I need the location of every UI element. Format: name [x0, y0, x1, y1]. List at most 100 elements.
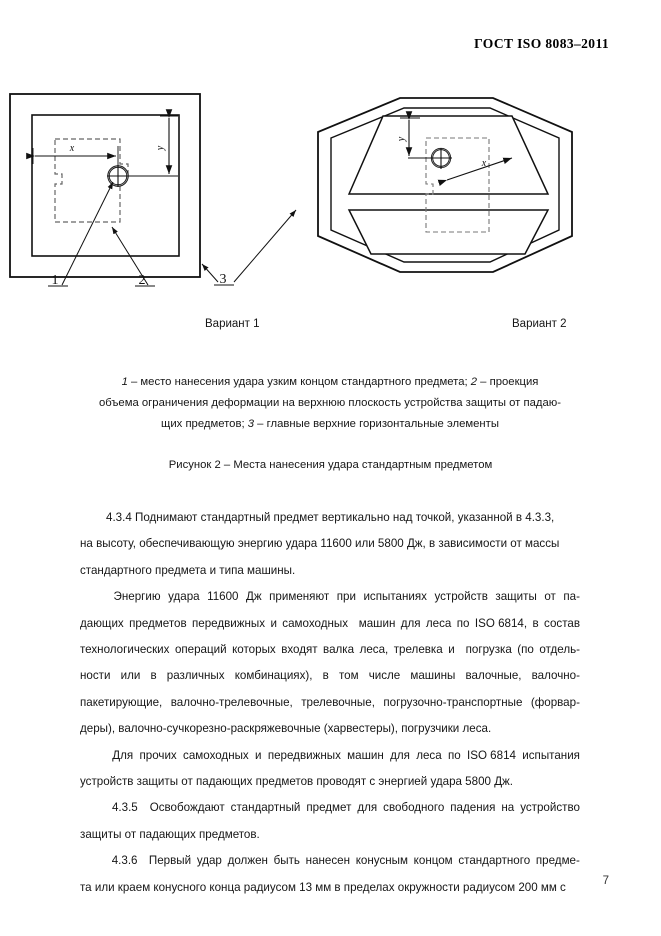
text-word: числе [368, 669, 401, 683]
text-word: 4.3.5 [111, 801, 138, 815]
text-word: прочих [139, 748, 177, 762]
text-word: концом [413, 854, 453, 868]
text-word: для [400, 616, 421, 630]
document-header-standard-number: ГОСТ ISO 8083–2011 [474, 36, 609, 51]
text-word: отдель- [539, 643, 580, 657]
text-word: машин [358, 616, 396, 630]
text-word: и [448, 643, 455, 657]
para-435-line-2: защиты от падающих предметов. [80, 827, 260, 841]
text-word: применяют [269, 590, 330, 604]
para-434-line-1-text: 4.3.4 Поднимают стандартный предмет верт… [106, 511, 555, 524]
text-word: леса [416, 748, 442, 762]
body-text: 4.3.4 Поднимают стандартный предмет верт… [80, 505, 580, 901]
text-word: леса, [359, 643, 389, 657]
callout-1-leader [61, 181, 114, 286]
variant-2-diagram: y x [317, 97, 573, 273]
text-word: (по [517, 643, 534, 657]
text-word: (форвар- [530, 695, 580, 709]
para-436-line-2: та или краем конусного конца радиусом 13… [80, 880, 566, 894]
text-word: предметов [129, 616, 187, 630]
text-word: входят [281, 643, 318, 657]
figure-legend-line-1: 1 – место нанесения удара узким концом с… [80, 372, 580, 393]
legend-item-number-3: 3 [247, 418, 255, 430]
text-word: машины [410, 669, 456, 683]
text-word: ISO 6814 [466, 748, 516, 762]
callout-3-leader-left [201, 263, 219, 283]
dimension-label-x-variant1: x [69, 143, 75, 154]
text-word: леса [425, 616, 452, 630]
text-word: должен [227, 854, 268, 868]
callout-3-group: 3 [201, 209, 297, 287]
figure-legend-line-3: щих предметов; 3 – главные верхние гориз… [80, 414, 580, 435]
text-word: валочно- [531, 669, 580, 683]
text-word: устройств [434, 590, 488, 604]
variant-captions: Вариант 1 Вариант 2 [0, 318, 661, 338]
text-word: свободного [383, 801, 445, 815]
legend-item-text-2b: щих предметов; [161, 418, 248, 430]
text-word: трелевка [393, 643, 443, 657]
text-word: машин [347, 748, 384, 762]
text-word: валочные, [465, 669, 522, 683]
text-word: технологических [80, 643, 170, 657]
figure-legend-line-2: объема ограничения деформации на верхнюю… [98, 397, 562, 409]
text-word: по [456, 616, 470, 630]
text-word: в [150, 669, 157, 683]
callout-3-leader-right [233, 209, 297, 283]
text-word: для [357, 801, 378, 815]
text-word: дающих [80, 616, 124, 630]
para-energy-line-6: деры), валочно-сучкорезно-раскряжевочные… [80, 722, 492, 736]
text-word: передвижных [192, 616, 266, 630]
figure-caption: Рисунок 2 – Места нанесения удара станда… [168, 459, 493, 471]
text-word: испытаниях [363, 590, 427, 604]
text-word: Дж [246, 590, 262, 604]
text-word: в [322, 669, 329, 683]
figure-legend: 1 – место нанесения удара узким концом с… [80, 372, 580, 435]
dimension-label-x-variant2: x [481, 158, 487, 169]
text-word: погрузочно-транспортные [383, 695, 523, 709]
variant-2-caption: Вариант 2 [512, 318, 567, 330]
figure-2-svg: x y 1 2 3 [9, 93, 573, 288]
text-word: стандартного [458, 854, 531, 868]
text-word: валка [323, 643, 355, 657]
text-word: стандартный [230, 801, 301, 815]
text-word: валочно-трелевочные, [170, 695, 293, 709]
legend-item-text-1: – место нанесения удара узким концом ста… [127, 376, 471, 388]
para-energy-line-5: пакетирующие,валочно-трелевочные,трелево… [80, 690, 580, 716]
legend-item-number-1: 1 [121, 376, 128, 388]
para-434-line-3: стандартного предмета и типа машины. [80, 563, 296, 577]
text-word: и [255, 748, 262, 762]
callout-number-2: 2 [139, 273, 146, 288]
text-word: трелевочные, [301, 695, 375, 709]
text-word: различных [166, 669, 225, 683]
text-word: операций [174, 643, 227, 657]
text-word: устройство [520, 801, 580, 815]
text-word: погрузка [465, 643, 512, 657]
dimension-label-y-variant2: y [396, 136, 407, 142]
text-word: Освобождают [149, 801, 225, 815]
text-word: предме- [535, 854, 580, 868]
text-word: по [447, 748, 461, 762]
text-word: Энергию [113, 590, 161, 604]
text-word: защиты [495, 590, 537, 604]
legend-item-text-3: – главные верхние горизонтальные элемент… [254, 418, 499, 430]
text-word: удара [168, 590, 200, 604]
dashed-deflection-volume-v2 [425, 137, 490, 233]
text-word: 11600 [207, 590, 239, 604]
text-word: комбинациях), [234, 669, 313, 683]
paragraph-4-3-4: 4.3.4 Поднимают стандартный предмет верт… [80, 505, 580, 584]
text-word: конусным [355, 854, 408, 868]
first-line-indent [80, 795, 106, 821]
text-word: на [501, 801, 515, 815]
text-word: па- [563, 590, 580, 604]
text-word: в [532, 616, 539, 630]
text-word: ности [80, 669, 111, 683]
